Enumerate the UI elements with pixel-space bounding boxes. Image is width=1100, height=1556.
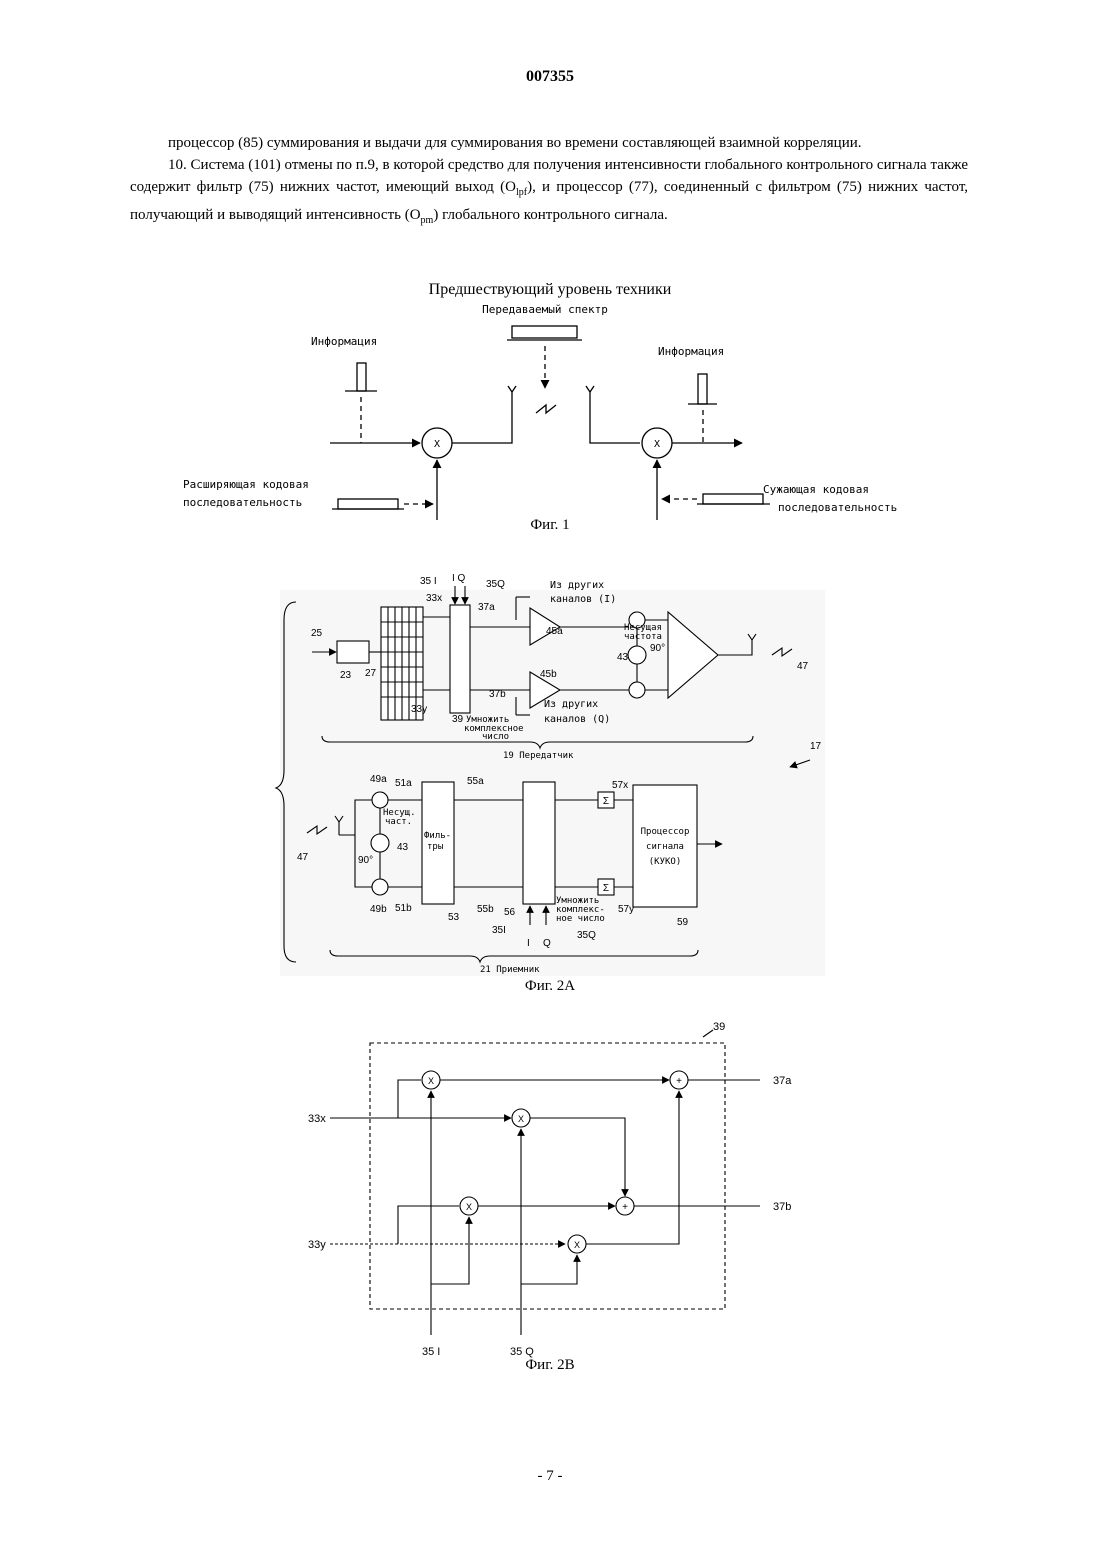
fig2b-label-33x: 33x	[308, 1113, 326, 1125]
fig2b-adder-a-symbol: +	[676, 1076, 682, 1087]
fig2b-adder-b-symbol: +	[622, 1202, 628, 1213]
fig2b-mult-2-symbol: X	[518, 1114, 524, 1124]
fig2b-caption: Фиг. 2B	[0, 1357, 1100, 1374]
page-number: - 7 -	[0, 1468, 1100, 1485]
fig2b-label-37a: 37a	[773, 1075, 792, 1087]
fig2b-mult-4-symbol: X	[574, 1240, 580, 1250]
fig2b-label-37b: 37b	[773, 1201, 791, 1213]
fig2b-label-39: 39	[713, 1021, 725, 1033]
fig2b-label-33y: 33y	[308, 1239, 326, 1251]
fig2b-mult-1-symbol: X	[428, 1076, 434, 1086]
fig2b-mult-3-symbol: X	[466, 1202, 472, 1212]
